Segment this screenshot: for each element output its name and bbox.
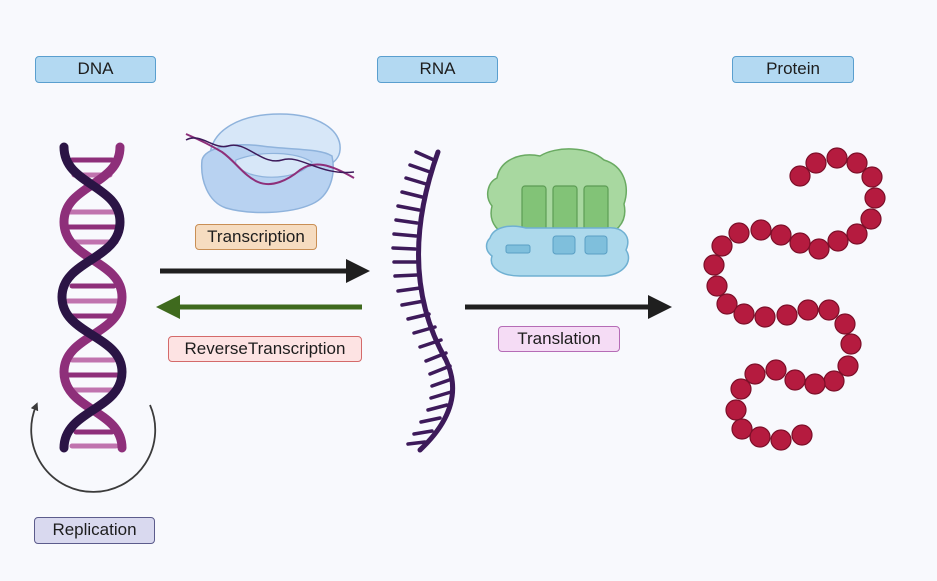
amino-acid-bead	[730, 378, 752, 400]
amino-acid-bead	[703, 254, 725, 276]
amino-acid-bead	[728, 222, 750, 244]
amino-acid-bead	[840, 333, 862, 355]
rna-polymerase-icon	[185, 113, 355, 214]
amino-acid-bead	[750, 219, 772, 241]
amino-acid-bead	[749, 426, 771, 448]
amino-acid-bead	[725, 399, 747, 421]
ribosome-icon	[485, 148, 630, 277]
amino-acid-bead	[770, 224, 792, 246]
amino-acid-bead	[846, 223, 868, 245]
amino-acid-bead	[776, 304, 798, 326]
amino-acid-bead	[706, 275, 728, 297]
protein-chain-icon	[703, 147, 886, 451]
amino-acid-bead	[837, 355, 859, 377]
amino-acid-bead	[733, 303, 755, 325]
amino-acid-bead	[789, 232, 811, 254]
translation-label: Translation	[498, 326, 620, 352]
amino-acid-bead	[731, 418, 753, 440]
amino-acid-bead	[827, 230, 849, 252]
amino-acid-bead	[789, 165, 811, 187]
amino-acid-bead	[805, 152, 827, 174]
reverse-transcription-arrow	[156, 295, 362, 319]
transcription-label: Transcription	[195, 224, 317, 250]
amino-acid-bead	[808, 238, 830, 260]
protein-label: Protein	[732, 56, 854, 83]
replication-label: Replication	[34, 517, 155, 544]
amino-acid-bead	[804, 373, 826, 395]
transcription-arrow	[160, 259, 370, 283]
amino-acid-bead	[716, 293, 738, 315]
amino-acid-bead	[846, 152, 868, 174]
amino-acid-bead	[711, 235, 733, 257]
amino-acid-bead	[797, 299, 819, 321]
amino-acid-bead	[770, 429, 792, 451]
dna-label: DNA	[35, 56, 156, 83]
replication-cycle-arrow-icon	[30, 402, 157, 493]
amino-acid-bead	[826, 147, 848, 169]
translation-arrow	[465, 295, 672, 319]
dna-double-helix-icon	[57, 142, 127, 453]
amino-acid-bead	[823, 370, 845, 392]
amino-acid-bead	[834, 313, 856, 335]
amino-acid-bead	[784, 369, 806, 391]
amino-acid-bead	[744, 363, 766, 385]
amino-acid-bead	[754, 306, 776, 328]
amino-acid-bead	[861, 166, 883, 188]
amino-acid-bead	[791, 424, 813, 446]
reverse-transcription-label: ReverseTranscription	[168, 336, 362, 362]
rna-label: RNA	[377, 56, 498, 83]
amino-acid-bead	[765, 359, 787, 381]
rna-strand-icon	[391, 149, 456, 453]
amino-acid-bead	[864, 187, 886, 209]
amino-acid-bead	[818, 299, 840, 321]
amino-acid-bead	[860, 208, 882, 230]
